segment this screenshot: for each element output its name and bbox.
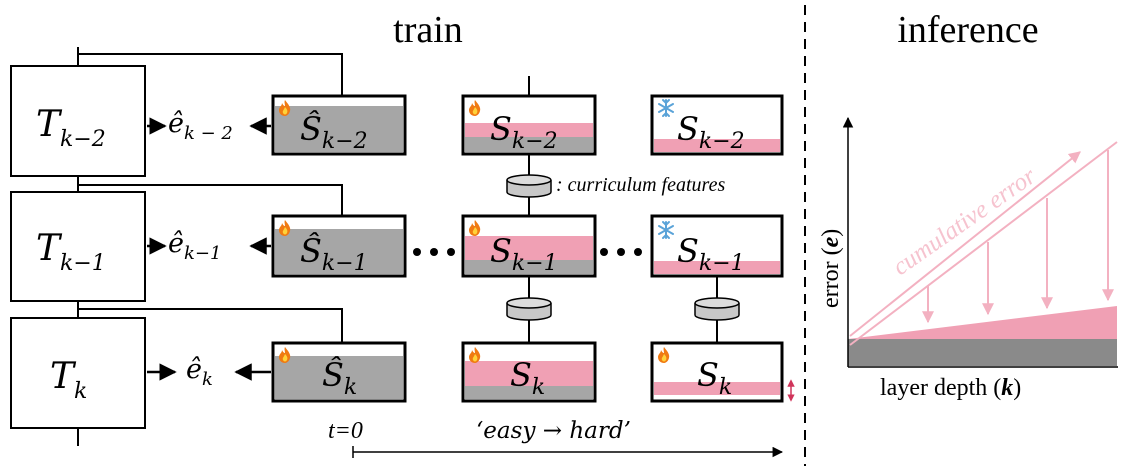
base-error-area [848, 339, 1117, 366]
student-right-label: Sk [697, 356, 732, 400]
y-axis-label: error (e) [818, 229, 844, 308]
cylinder-icon [506, 297, 552, 321]
error-label-k-1: êk−1 [168, 228, 221, 264]
cylinder-icon [506, 174, 552, 198]
student-mid-box-k: Sk [461, 341, 597, 403]
ellipsis-right [600, 248, 642, 256]
x-axis-label: layer depth (k) [880, 375, 1021, 401]
student-hat-box-k-1: Ŝk−1 [271, 214, 407, 278]
timeline-start: t=0 [328, 418, 363, 444]
cumulative-error-line [849, 151, 1081, 337]
cylinder-icon [694, 297, 740, 321]
inference-heading: inference [897, 9, 1038, 51]
student-hat-label: Ŝk [322, 356, 357, 400]
teacher-box-k: Tk [10, 317, 146, 429]
timeline-order: ‘easy → hard’ [476, 418, 631, 444]
teacher-label: Tk−1 [36, 228, 106, 276]
curriculum-features-label: : curriculum features [556, 174, 725, 196]
teacher-box-k-1: Tk−1 [10, 191, 146, 302]
student-mid-label: Sk−2 [490, 110, 558, 154]
student-right-box-k-1: Sk−1 [650, 214, 784, 278]
ellipsis-left [413, 248, 455, 256]
student-hat-label: Ŝk−1 [300, 232, 368, 276]
inference-plot: cumulative error error (e) layer depth (… [818, 116, 1118, 401]
student-mid-label: Sk−1 [490, 232, 558, 276]
teacher-spine [77, 47, 343, 446]
train-heading: train [393, 9, 463, 51]
student-mid-box-k-1: Sk−1 [461, 214, 597, 278]
student-right-label: Sk−1 [677, 232, 745, 276]
student-right-box-k: Sk [650, 341, 784, 403]
student-hat-label: Ŝk−2 [300, 110, 368, 154]
teacher-box-k-2: Tk−2 [10, 65, 146, 177]
distilled-error-area [848, 306, 1117, 339]
student-mid-label: Sk [510, 356, 545, 400]
student-right-box-k-2: Sk−2 [650, 94, 784, 156]
error-label-k: êk [186, 354, 213, 390]
teacher-label: Tk [50, 356, 87, 404]
error-arrows [147, 117, 271, 381]
teacher-label: Tk−2 [36, 104, 106, 152]
student-hat-box-k-2: Ŝk−2 [271, 94, 407, 156]
student-hat-box-k: Ŝk [271, 341, 407, 403]
student-mid-box-k-2: Sk−2 [461, 94, 597, 156]
reduction-arrows [922, 150, 1114, 324]
error-label-k-2: êk − 2 [168, 108, 233, 144]
student-right-label: Sk−2 [677, 110, 745, 154]
cumulative-error-label: cumulative error [888, 162, 1041, 281]
